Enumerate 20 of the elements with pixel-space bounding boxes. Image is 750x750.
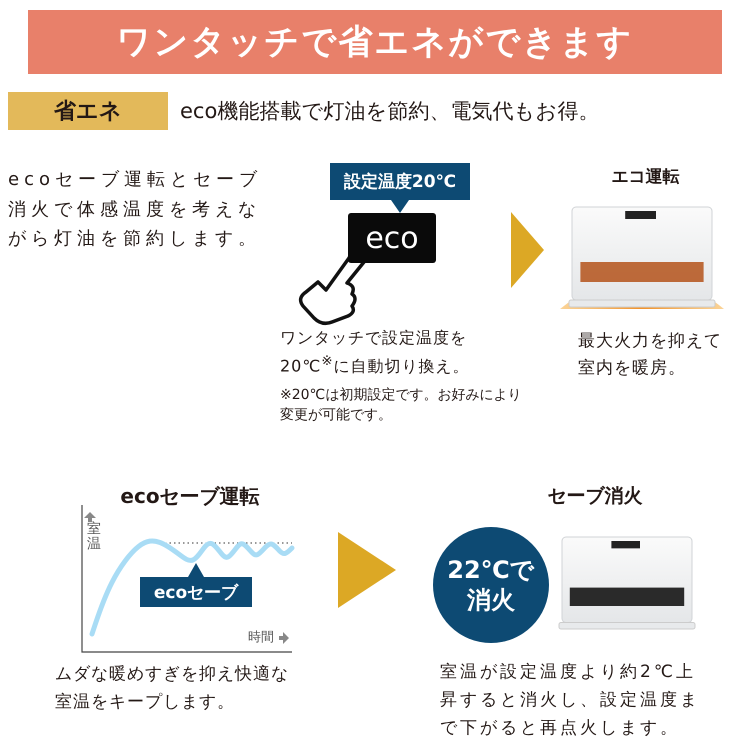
callout-label: ecoセーブ	[140, 563, 252, 607]
description-text: 最大火力を抑えて室内を暖房。	[578, 330, 723, 380]
description-text: 室温が設定温度より約2℃上昇すると消火し、設定温度まで下がると再点火します。	[440, 661, 701, 740]
category-badge: 省エネ	[8, 92, 168, 130]
title-banner: ワンタッチで省エネができます	[28, 10, 722, 74]
chevron-arrow	[511, 212, 544, 288]
section-heading: エコ運転	[610, 166, 680, 188]
footnote-text: ※20℃は初期設定です。お好みにより変更が可能です。	[280, 386, 522, 426]
callout-label: 設定温度20℃	[330, 163, 470, 213]
eco-button-label: eco	[348, 213, 436, 263]
axis-label: 室温	[87, 522, 101, 553]
chevron-arrow	[338, 532, 396, 608]
description-text: ムダな暖めすぎを抑え快適な室温をキープします。	[55, 663, 290, 714]
section-heading: ecoセーブ運転	[119, 483, 261, 510]
axis-label: 時間	[248, 629, 275, 646]
section-heading: セーブ消火	[546, 484, 644, 509]
description-text: ワンタッチで設定温度を20℃$^{※}$に自動切り換え。	[280, 327, 470, 377]
feature-summary: eco機能搭載で灯油を節約、電気代もお得。	[180, 98, 600, 125]
intro-text: ecoセーブ運転とセーブ消火で体感温度を考えながら灯油を節約します。	[8, 168, 263, 252]
status-circle: 22℃で消火	[433, 527, 549, 643]
